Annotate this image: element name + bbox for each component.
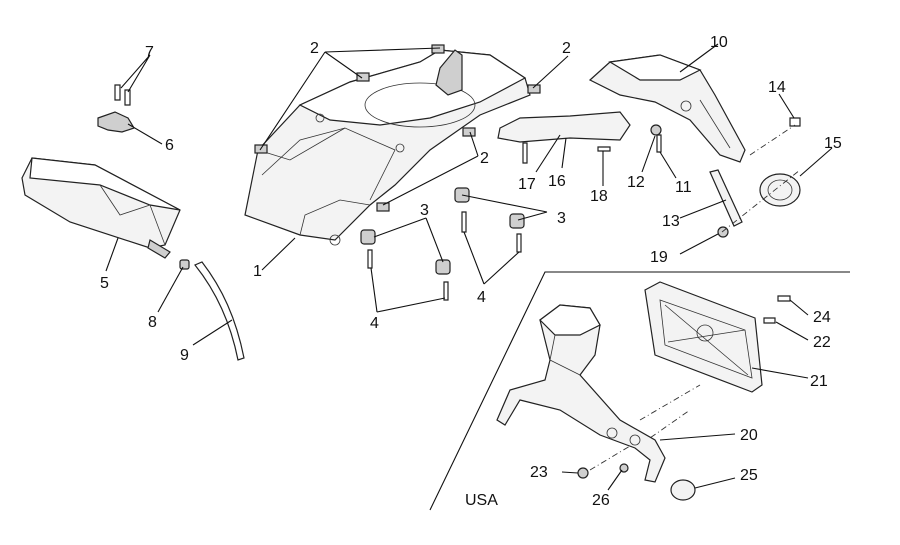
part-9-hose xyxy=(194,261,245,361)
part-5-tool-box xyxy=(21,157,181,259)
callout-22: 22 xyxy=(813,334,831,351)
callout-20: 20 xyxy=(740,427,758,444)
part-12-washer xyxy=(650,124,662,136)
callout-2c: 2 xyxy=(480,150,489,167)
callout-14: 14 xyxy=(768,79,786,96)
part-24-screw xyxy=(777,295,791,302)
part-17-screw xyxy=(522,142,528,164)
callout-labels: 1 2 2 2 3 3 4 4 5 6 7 8 9 10 11 12 13 14… xyxy=(100,34,842,509)
part-8-fitting xyxy=(179,259,190,270)
callout-11: 11 xyxy=(675,179,692,196)
callout-21: 21 xyxy=(810,373,828,390)
part-1-rear-undertray xyxy=(244,49,531,246)
callout-13: 13 xyxy=(662,213,680,230)
assembly-axis-usa-2 xyxy=(639,409,691,446)
callout-6: 6 xyxy=(165,137,174,154)
callout-4b: 4 xyxy=(477,289,486,306)
part-13-bracket xyxy=(709,169,743,227)
part-22-screw xyxy=(763,317,776,324)
callout-18: 18 xyxy=(590,188,608,205)
part-6-clamp xyxy=(97,111,135,133)
callout-17: 17 xyxy=(518,176,536,193)
callout-4a: 4 xyxy=(370,315,379,332)
part-7-screws xyxy=(114,84,131,106)
callout-7: 7 xyxy=(145,44,154,61)
callout-10: 10 xyxy=(710,34,728,51)
part-11-screw xyxy=(656,134,662,153)
callout-8: 8 xyxy=(148,314,157,331)
part-18-screw xyxy=(597,146,611,152)
part-20-license-bracket xyxy=(496,304,666,483)
callout-2b: 2 xyxy=(562,40,571,57)
assembly-axis-upper xyxy=(721,169,801,233)
callout-23: 23 xyxy=(530,464,548,481)
callout-19: 19 xyxy=(650,249,668,266)
callout-3a: 3 xyxy=(420,202,429,219)
assembly-axis-usa-3 xyxy=(639,384,701,421)
callout-15: 15 xyxy=(824,135,842,152)
part-4-screws xyxy=(367,211,522,301)
callout-24: 24 xyxy=(813,309,831,326)
callout-26: 26 xyxy=(592,492,610,509)
part-23-nut xyxy=(577,467,589,479)
part-14-screw xyxy=(789,117,801,127)
callout-5: 5 xyxy=(100,275,109,292)
part-10-rear-bracket xyxy=(588,54,746,163)
part-16-reinforcement-plate xyxy=(497,111,631,143)
part-21-license-plate-holder xyxy=(644,281,763,393)
callout-9: 9 xyxy=(180,347,189,364)
leader-lines xyxy=(105,43,833,491)
callout-3b: 3 xyxy=(557,210,566,227)
region-label-usa: USA xyxy=(465,492,498,509)
callout-2a: 2 xyxy=(310,40,319,57)
assembly-axis-bracket xyxy=(749,124,796,156)
part-25-reflector xyxy=(670,479,696,501)
usa-section-divider xyxy=(429,271,850,511)
callout-12: 12 xyxy=(627,174,645,191)
callout-25: 25 xyxy=(740,467,758,484)
part-15-reflector xyxy=(759,173,801,207)
callout-1: 1 xyxy=(253,263,262,280)
callout-16: 16 xyxy=(548,173,566,190)
